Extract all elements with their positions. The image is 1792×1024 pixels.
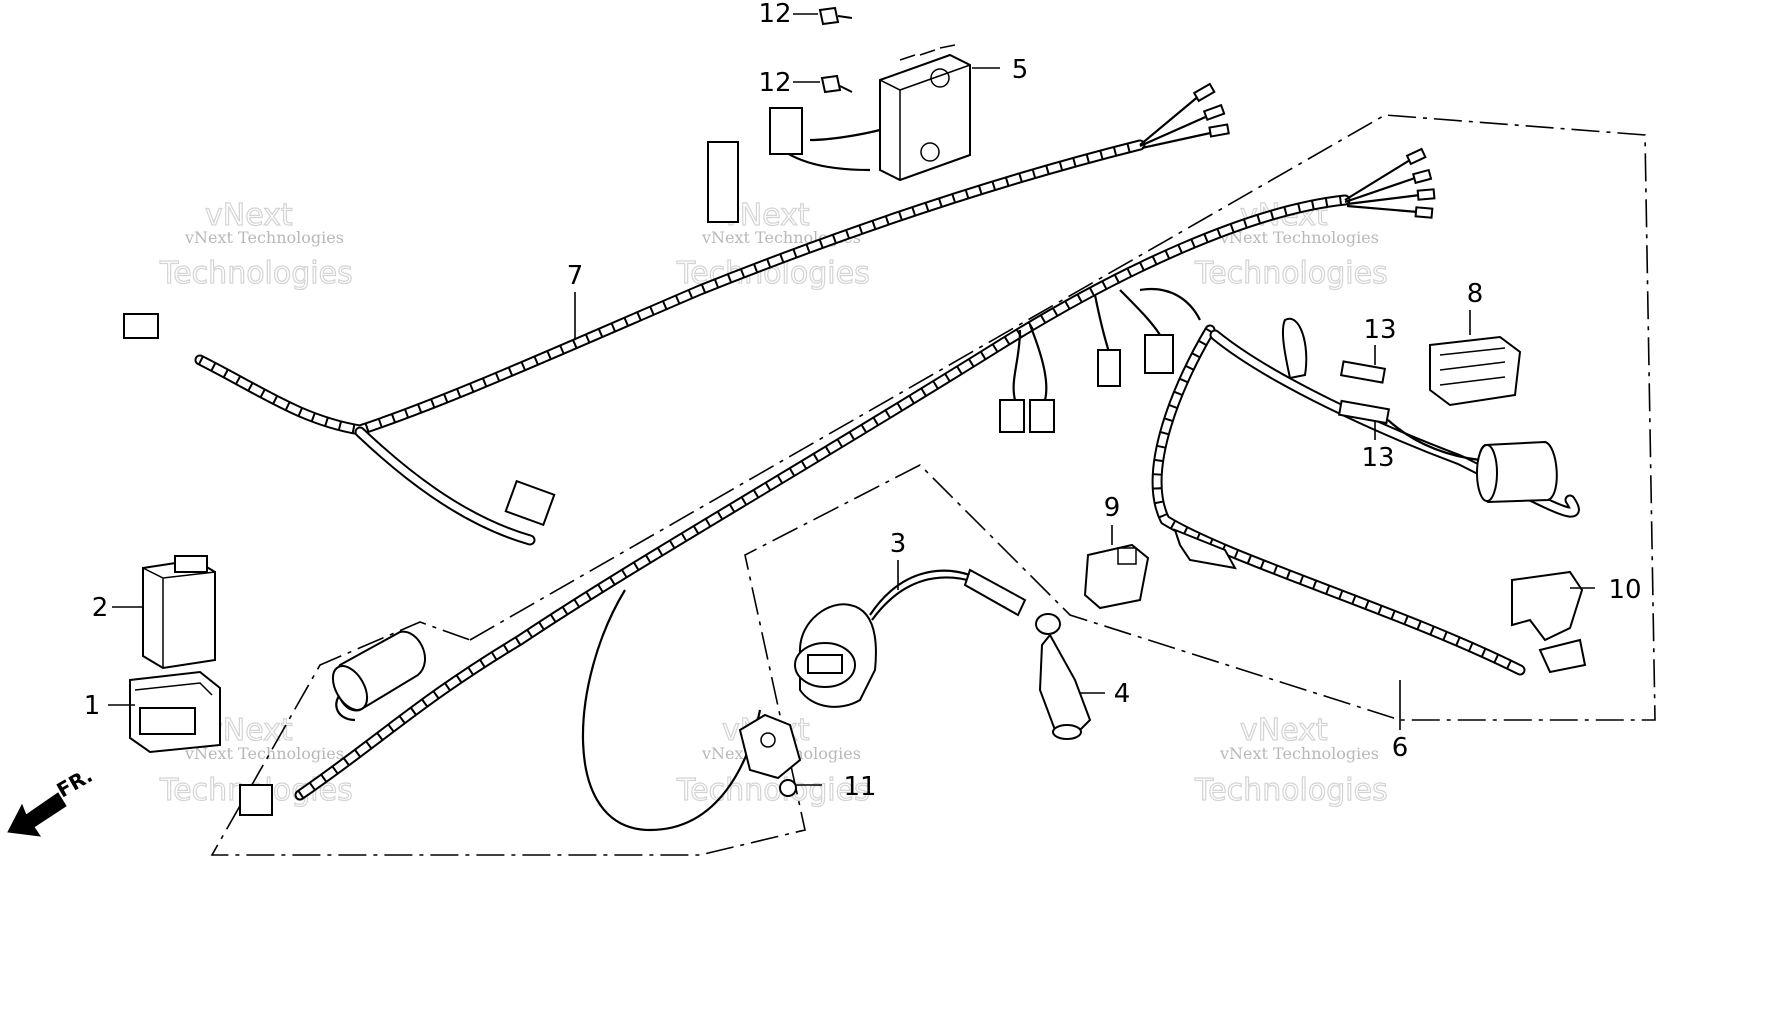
callout-6: 6 xyxy=(1392,733,1409,763)
watermark-top-center: vNext vNext Technologies Technologies xyxy=(675,197,870,291)
cdi-unit-part-2 xyxy=(142,555,216,670)
callout-10: 10 xyxy=(1608,575,1641,605)
callout-2: 2 xyxy=(92,593,109,623)
terminal-bracket xyxy=(1173,528,1587,674)
assembly-boundary-outline xyxy=(210,114,1656,856)
callout-11: 11 xyxy=(843,772,876,802)
watermark-technologies: Technologies xyxy=(159,256,353,291)
callout-leaders xyxy=(108,13,1595,786)
noise-suppressor xyxy=(331,630,426,712)
watermark-bottom-right: vNext vNext Technologies Technologies xyxy=(1193,712,1388,808)
callout-1: 1 xyxy=(84,691,101,721)
watermark-vnext: vNext xyxy=(205,198,293,233)
watermark-vnext-technologies: vNext Technologies xyxy=(1219,744,1379,763)
callout-12-upper: 12 xyxy=(758,0,791,29)
callout-8: 8 xyxy=(1467,279,1484,309)
fuse-part-13 xyxy=(1337,360,1481,462)
callout-13-lower: 13 xyxy=(1361,443,1394,473)
watermark-top-left: vNext vNext Technologies Technologies xyxy=(158,197,353,291)
watermark-vnext-technologies: vNext Technologies xyxy=(1219,228,1379,247)
pulser-part-11 xyxy=(738,713,802,797)
ignition-coil-part-3 xyxy=(794,568,1027,708)
condenser xyxy=(1281,317,1558,504)
callout-7: 7 xyxy=(567,261,584,291)
watermark-technologies: Technologies xyxy=(676,773,870,808)
front-direction-indicator: FR. xyxy=(7,763,97,837)
regulator-rectifier-part-5 xyxy=(809,44,971,182)
cap-part-9 xyxy=(1083,543,1150,610)
front-arrow-icon xyxy=(7,792,67,837)
watermark-vnext: vNext xyxy=(1240,713,1328,748)
cap-part-10 xyxy=(1511,570,1584,642)
watermark-technologies: Technologies xyxy=(1194,256,1388,291)
callout-4: 4 xyxy=(1114,679,1131,709)
watermark-technologies: Technologies xyxy=(1194,773,1388,808)
rubber-mount-part-1 xyxy=(129,670,221,754)
sub-wire-harness xyxy=(123,82,1230,546)
watermark-vnext-technologies: vNext Technologies xyxy=(184,744,344,763)
callout-numbers: 1 2 3 4 5 6 7 8 9 10 11 12 12 13 13 xyxy=(84,0,1642,802)
callout-3: 3 xyxy=(890,529,907,559)
bolt-part-12 xyxy=(818,6,853,94)
watermark-vnext-technologies: vNext Technologies xyxy=(184,228,344,247)
callout-12-lower: 12 xyxy=(758,68,791,98)
callout-5: 5 xyxy=(1012,55,1029,85)
callout-13-upper: 13 xyxy=(1363,315,1396,345)
spark-plug-cap-part-4 xyxy=(1035,613,1092,740)
callout-9: 9 xyxy=(1104,493,1121,523)
fuse-holder-part-8 xyxy=(1429,335,1522,407)
main-wire-harness xyxy=(239,147,1580,832)
